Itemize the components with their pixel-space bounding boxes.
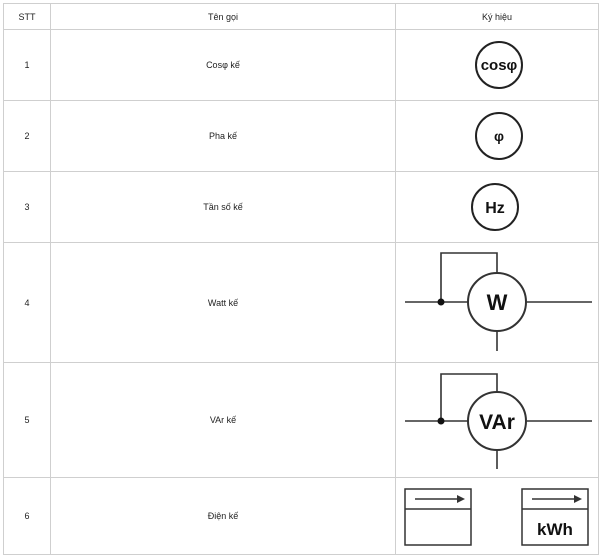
row-stt: 2 xyxy=(3,100,51,172)
energy-meter-icon: kWh xyxy=(404,487,589,546)
row-name: VAr kế xyxy=(50,362,396,478)
table-row: 4 Watt kế W xyxy=(3,242,599,363)
wattmeter-icon: W xyxy=(405,251,592,351)
header-symbol: Ký hiệu xyxy=(395,3,599,30)
power-factor-meter-icon: cosφ xyxy=(475,40,523,89)
table-row: 2 Pha kế φ xyxy=(3,100,599,172)
meter-symbols-table: STT Tên gọi Ký hiệu 1 Cosφ kế cosφ 2 Pha… xyxy=(3,3,599,555)
header-stt: STT xyxy=(3,3,51,30)
row-symbol: Hz xyxy=(395,171,599,243)
row-name: Watt kế xyxy=(50,242,396,363)
table-row: 1 Cosφ kế cosφ xyxy=(3,29,599,101)
symbol-label: VAr xyxy=(479,411,515,434)
row-stt: 1 xyxy=(3,29,51,101)
table-row: 5 VAr kế VAr xyxy=(3,362,599,478)
symbol-label: W xyxy=(487,290,508,315)
symbol-label: φ xyxy=(494,128,504,144)
row-symbol: W xyxy=(395,242,599,363)
row-symbol: kWh xyxy=(395,477,599,555)
header-row: STT Tên gọi Ký hiệu xyxy=(3,3,599,30)
var-meter-icon: VAr xyxy=(405,372,592,469)
row-symbol: cosφ xyxy=(395,29,599,101)
frequency-meter-icon: Hz xyxy=(471,182,519,231)
table-row: 6 Điện kế kWh xyxy=(3,477,599,555)
symbol-label: cosφ xyxy=(481,57,518,74)
symbol-label: kWh xyxy=(537,520,573,539)
row-name: Điện kế xyxy=(50,477,396,555)
row-stt: 5 xyxy=(3,362,51,478)
phase-meter-icon: φ xyxy=(475,111,523,160)
row-stt: 6 xyxy=(3,477,51,555)
row-stt: 4 xyxy=(3,242,51,363)
row-symbol: VAr xyxy=(395,362,599,478)
row-name: Tần số kế xyxy=(50,171,396,243)
row-stt: 3 xyxy=(3,171,51,243)
header-name: Tên gọi xyxy=(50,3,396,30)
row-symbol: φ xyxy=(395,100,599,172)
row-name: Cosφ kế xyxy=(50,29,396,101)
table-row: 3 Tần số kế Hz xyxy=(3,171,599,243)
symbol-label: Hz xyxy=(485,200,505,217)
row-name: Pha kế xyxy=(50,100,396,172)
